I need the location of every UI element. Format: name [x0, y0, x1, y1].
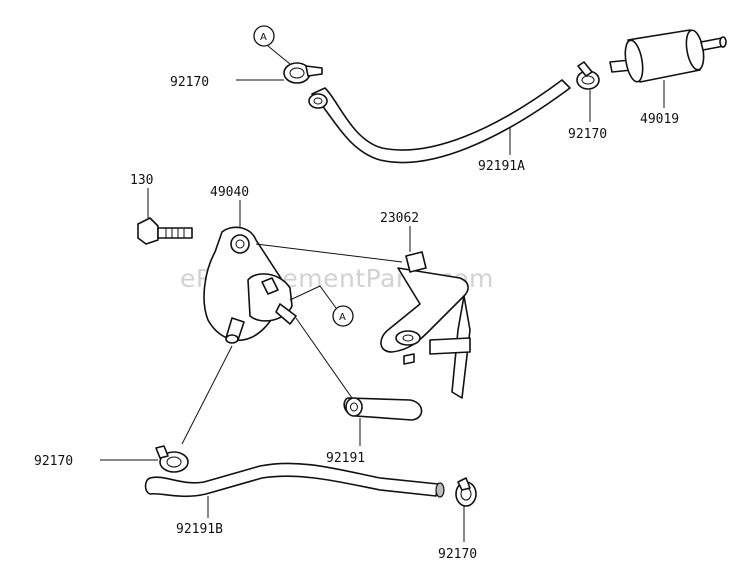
ref-callout-top	[253, 25, 275, 47]
ref-callout-pump	[332, 305, 354, 327]
hose-92191a	[308, 79, 571, 164]
leader-pump-to-hose-b	[181, 345, 233, 445]
bolt-130	[137, 217, 193, 245]
label-bolt: 130	[130, 173, 153, 188]
clamp-bottom-right	[455, 477, 477, 507]
label-clamp-bottom-right: 92170	[438, 547, 477, 562]
fuel-filter	[609, 29, 727, 83]
ref-letter-top: A	[260, 32, 267, 43]
label-fuel-filter: 49019	[640, 112, 679, 127]
label-hose-short: 92191	[326, 451, 365, 466]
label-clamp-bottom-left: 92170	[34, 454, 73, 469]
clamp-top-right	[576, 61, 600, 90]
hose-92191b	[144, 462, 445, 498]
label-clamp-top-left: 92170	[170, 75, 209, 90]
ref-leader-pump	[289, 285, 337, 309]
hose-92191	[343, 397, 423, 421]
fuel-pump	[203, 226, 297, 344]
ref-letter-pump: A	[339, 312, 346, 323]
leader-pump-to-hose	[295, 317, 353, 399]
ref-leader-top	[267, 45, 291, 65]
clamp-bottom-left	[155, 445, 189, 473]
label-damper: 23062	[380, 211, 419, 226]
label-hose-a: 92191A	[478, 159, 525, 174]
clamp-top-left	[283, 62, 323, 84]
label-fuel-pump: 49040	[210, 185, 249, 200]
label-clamp-top-right: 92170	[568, 127, 607, 142]
label-hose-b: 92191B	[176, 522, 223, 537]
damper-bracket	[255, 243, 471, 399]
